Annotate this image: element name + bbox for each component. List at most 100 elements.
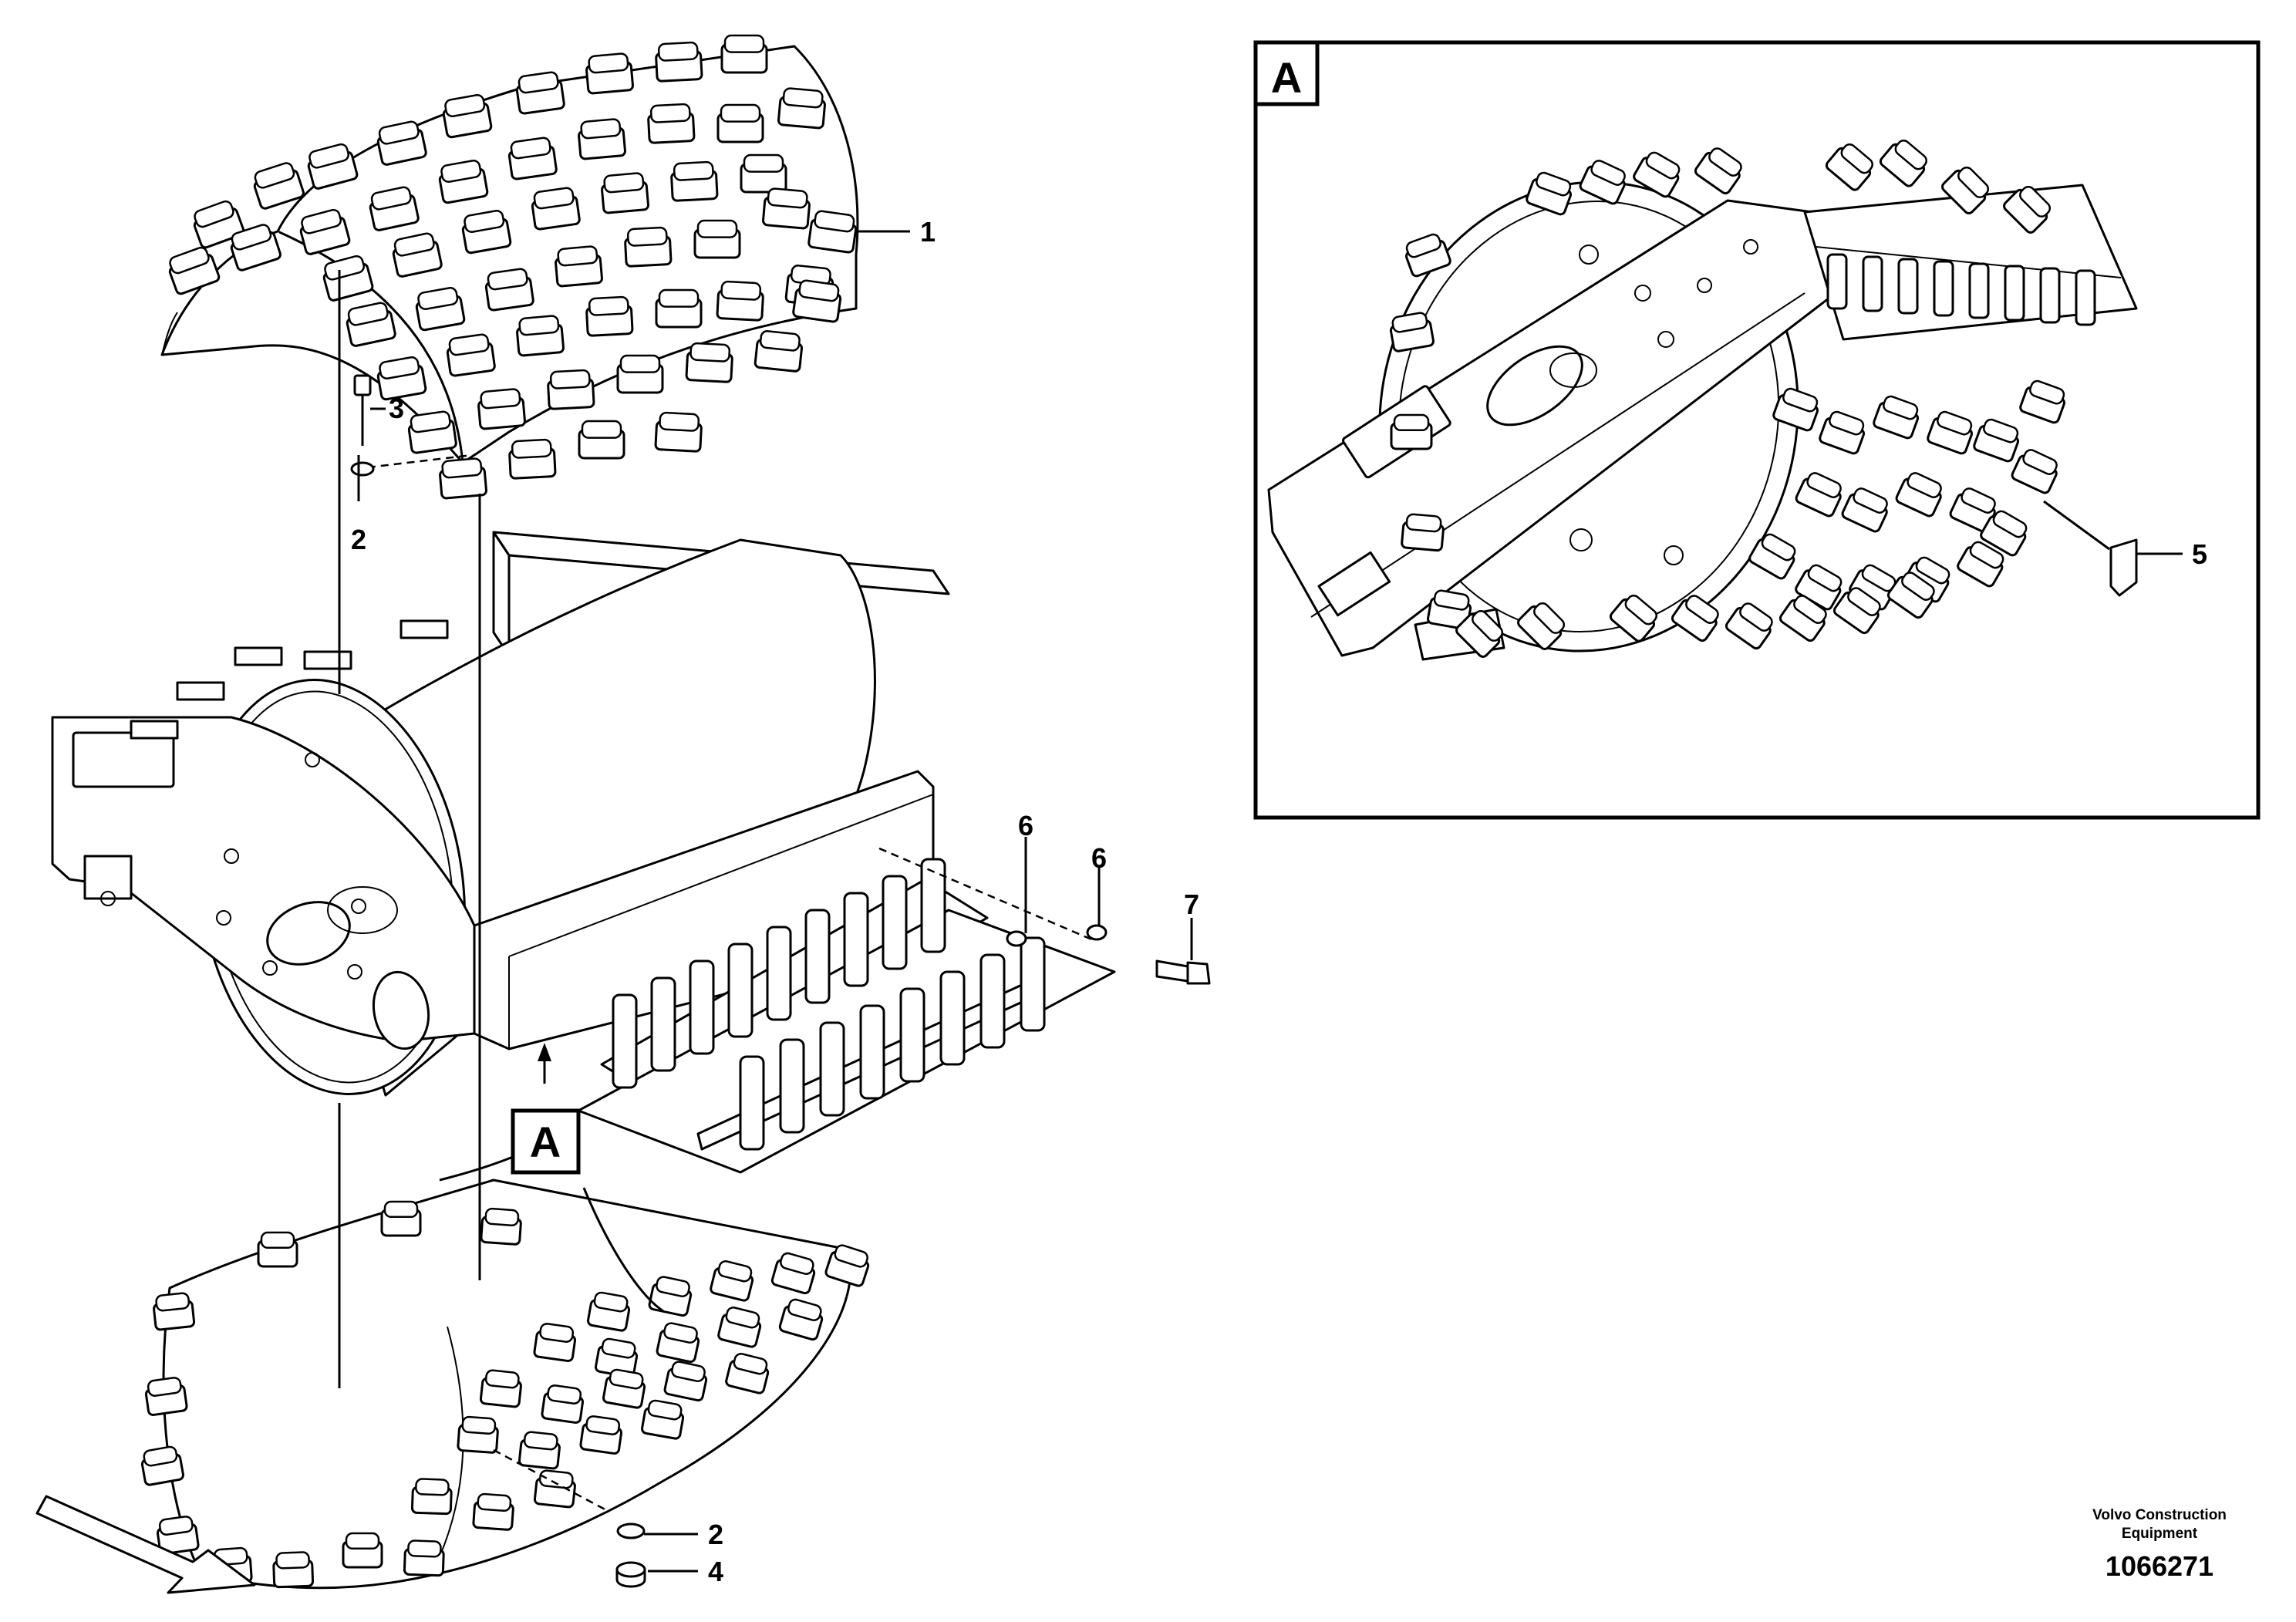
pad-lug bbox=[740, 153, 787, 194]
pad-lug bbox=[1609, 595, 1657, 642]
pad-lug bbox=[720, 34, 768, 74]
scraper-tooth bbox=[979, 953, 1006, 1049]
upper-pad-lugs bbox=[168, 34, 858, 500]
pad-lug bbox=[754, 330, 804, 373]
pad-lug bbox=[533, 1323, 577, 1362]
pad-lug bbox=[342, 1532, 383, 1569]
company-name: Volvo Construction Equipment bbox=[2059, 1506, 2260, 1543]
pad-lug bbox=[1941, 166, 1990, 214]
svg-text:A: A bbox=[530, 1118, 561, 1166]
scraper-tooth bbox=[2075, 269, 2096, 326]
pad-lug bbox=[624, 226, 673, 268]
pad-lug bbox=[230, 224, 282, 271]
callout-part-6-right: 6 bbox=[1091, 842, 1107, 874]
scraper-tooth bbox=[1933, 260, 1954, 317]
pad-lug bbox=[1671, 595, 1719, 642]
pad-lug bbox=[1957, 541, 2004, 588]
pad-lug bbox=[578, 420, 625, 460]
pad-lug bbox=[1927, 410, 1974, 455]
pad-lug bbox=[1725, 602, 1773, 650]
scraper-teeth bbox=[612, 858, 1046, 1151]
pad-lug bbox=[322, 255, 374, 302]
detail-scraper-teeth bbox=[1826, 253, 2096, 326]
pad-lug bbox=[140, 1445, 184, 1486]
pad-lug bbox=[585, 52, 634, 95]
pad-lug bbox=[472, 1492, 514, 1531]
pad-lug bbox=[380, 1200, 422, 1237]
pad-lug bbox=[2019, 379, 2066, 424]
scraper-tooth bbox=[1020, 936, 1046, 1032]
scraper-tooth bbox=[739, 1055, 765, 1151]
pad-lug bbox=[1795, 472, 1842, 518]
company-line-2: Equipment bbox=[2121, 1526, 2198, 1542]
pad-lug bbox=[346, 302, 396, 347]
pad-lug bbox=[792, 279, 842, 323]
detail-label: A bbox=[1271, 53, 1302, 102]
pad-lug bbox=[585, 295, 634, 337]
pad-lug bbox=[1694, 147, 1742, 195]
detail-view-a-frame bbox=[1253, 40, 2261, 820]
scraper-tooth bbox=[2039, 267, 2061, 324]
pad-lug bbox=[376, 356, 427, 401]
pad-lug bbox=[446, 333, 496, 377]
pad-lug bbox=[1389, 312, 1435, 352]
callout-leaders bbox=[357, 230, 1193, 1573]
pad-lug bbox=[1772, 387, 1819, 432]
pad-lug bbox=[1390, 413, 1433, 450]
pad-lug bbox=[479, 1369, 522, 1408]
pad-lug bbox=[541, 1384, 585, 1424]
pad-lug bbox=[670, 160, 719, 202]
pad-lug bbox=[807, 210, 858, 254]
pad-lug bbox=[153, 1292, 196, 1331]
pad-lug bbox=[1825, 143, 1873, 191]
callout-part-4: 4 bbox=[708, 1556, 723, 1587]
pad-lug bbox=[1873, 395, 1920, 440]
pad-lug bbox=[407, 410, 457, 454]
pad-lug bbox=[2003, 185, 2052, 234]
pad-lug bbox=[654, 411, 703, 453]
pad-lug bbox=[647, 103, 696, 144]
pad-lug bbox=[272, 1551, 315, 1589]
scraper-tooth bbox=[650, 976, 676, 1072]
scraper-tooth bbox=[779, 1038, 805, 1134]
drawing-number: 1066271 bbox=[2105, 1550, 2214, 1582]
scraper-tooth bbox=[612, 993, 638, 1089]
pad-lug bbox=[257, 1231, 298, 1268]
pad-lug bbox=[602, 1368, 646, 1409]
scraper-tooth bbox=[1862, 255, 1883, 312]
pad-lug bbox=[438, 160, 489, 204]
pad-lug bbox=[778, 1298, 824, 1341]
scraper-tooth bbox=[1897, 258, 1919, 315]
pad-lug bbox=[1427, 589, 1472, 630]
callout-part-6-left: 6 bbox=[1018, 810, 1033, 841]
pad-lug bbox=[655, 288, 703, 329]
pad-lug bbox=[516, 315, 565, 357]
scraper-tooth bbox=[939, 970, 966, 1066]
pad-lug bbox=[168, 246, 221, 295]
pad-lug bbox=[655, 41, 703, 83]
callout-part-7: 7 bbox=[1184, 889, 1199, 920]
scraper-tooth bbox=[1968, 262, 1990, 319]
pad-lug bbox=[685, 342, 733, 383]
callout-part-5: 5 bbox=[2192, 538, 2207, 570]
pad-lug bbox=[1455, 609, 1504, 658]
pad-lug bbox=[403, 1539, 445, 1577]
pad-lug bbox=[1879, 140, 1927, 187]
pad-lug bbox=[442, 94, 493, 139]
pad-lug bbox=[2011, 449, 2058, 494]
pad-lug bbox=[710, 1260, 754, 1302]
lower-pad-lugs bbox=[140, 1200, 870, 1589]
pad-lug bbox=[144, 1377, 188, 1416]
scraper-tooth bbox=[2004, 265, 2025, 322]
pad-lug bbox=[1633, 151, 1681, 198]
company-line-1: Volvo Construction bbox=[2092, 1507, 2227, 1523]
pad-lug bbox=[376, 120, 427, 166]
pad-lug bbox=[555, 245, 603, 288]
pad-lug bbox=[587, 1291, 631, 1332]
pad-lug bbox=[1819, 410, 1866, 455]
scraper-tooth bbox=[859, 1004, 885, 1100]
pad-lug bbox=[770, 1252, 816, 1295]
pad-lug bbox=[518, 1431, 561, 1470]
pad-lug bbox=[410, 1478, 453, 1516]
